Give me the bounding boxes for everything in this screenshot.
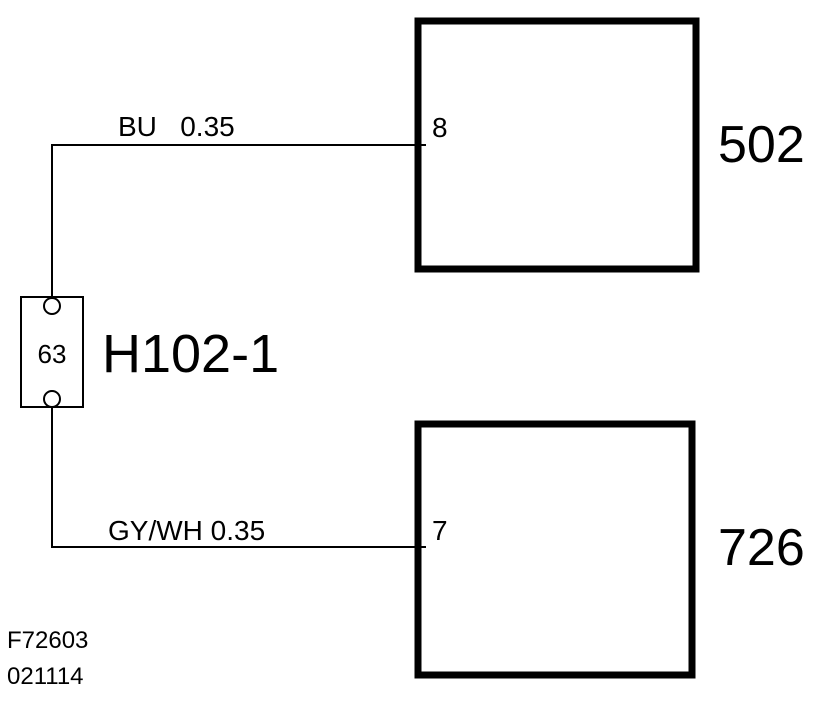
connector-pin-bottom (43, 390, 61, 408)
wire-gy-wh (51, 407, 426, 548)
wire-gy-wh-label: GY/WH 0.35 (108, 515, 265, 546)
wire-bu-label: BU 0.35 (118, 111, 235, 142)
connector-pin-top (43, 297, 61, 315)
module-726-label: 726 (718, 519, 805, 577)
connector-label: H102-1 (102, 324, 279, 384)
module-502-pin: 8 (432, 112, 448, 143)
footer-date: 021114 (7, 663, 84, 690)
wire-bu (51, 144, 426, 297)
module-502-box (414, 17, 700, 273)
footer-code: F72603 (7, 627, 88, 654)
connector-pin-number: 63 (38, 339, 67, 369)
module-726-pin: 7 (432, 515, 448, 546)
module-502-label: 502 (718, 116, 805, 174)
module-726-box (414, 420, 696, 679)
